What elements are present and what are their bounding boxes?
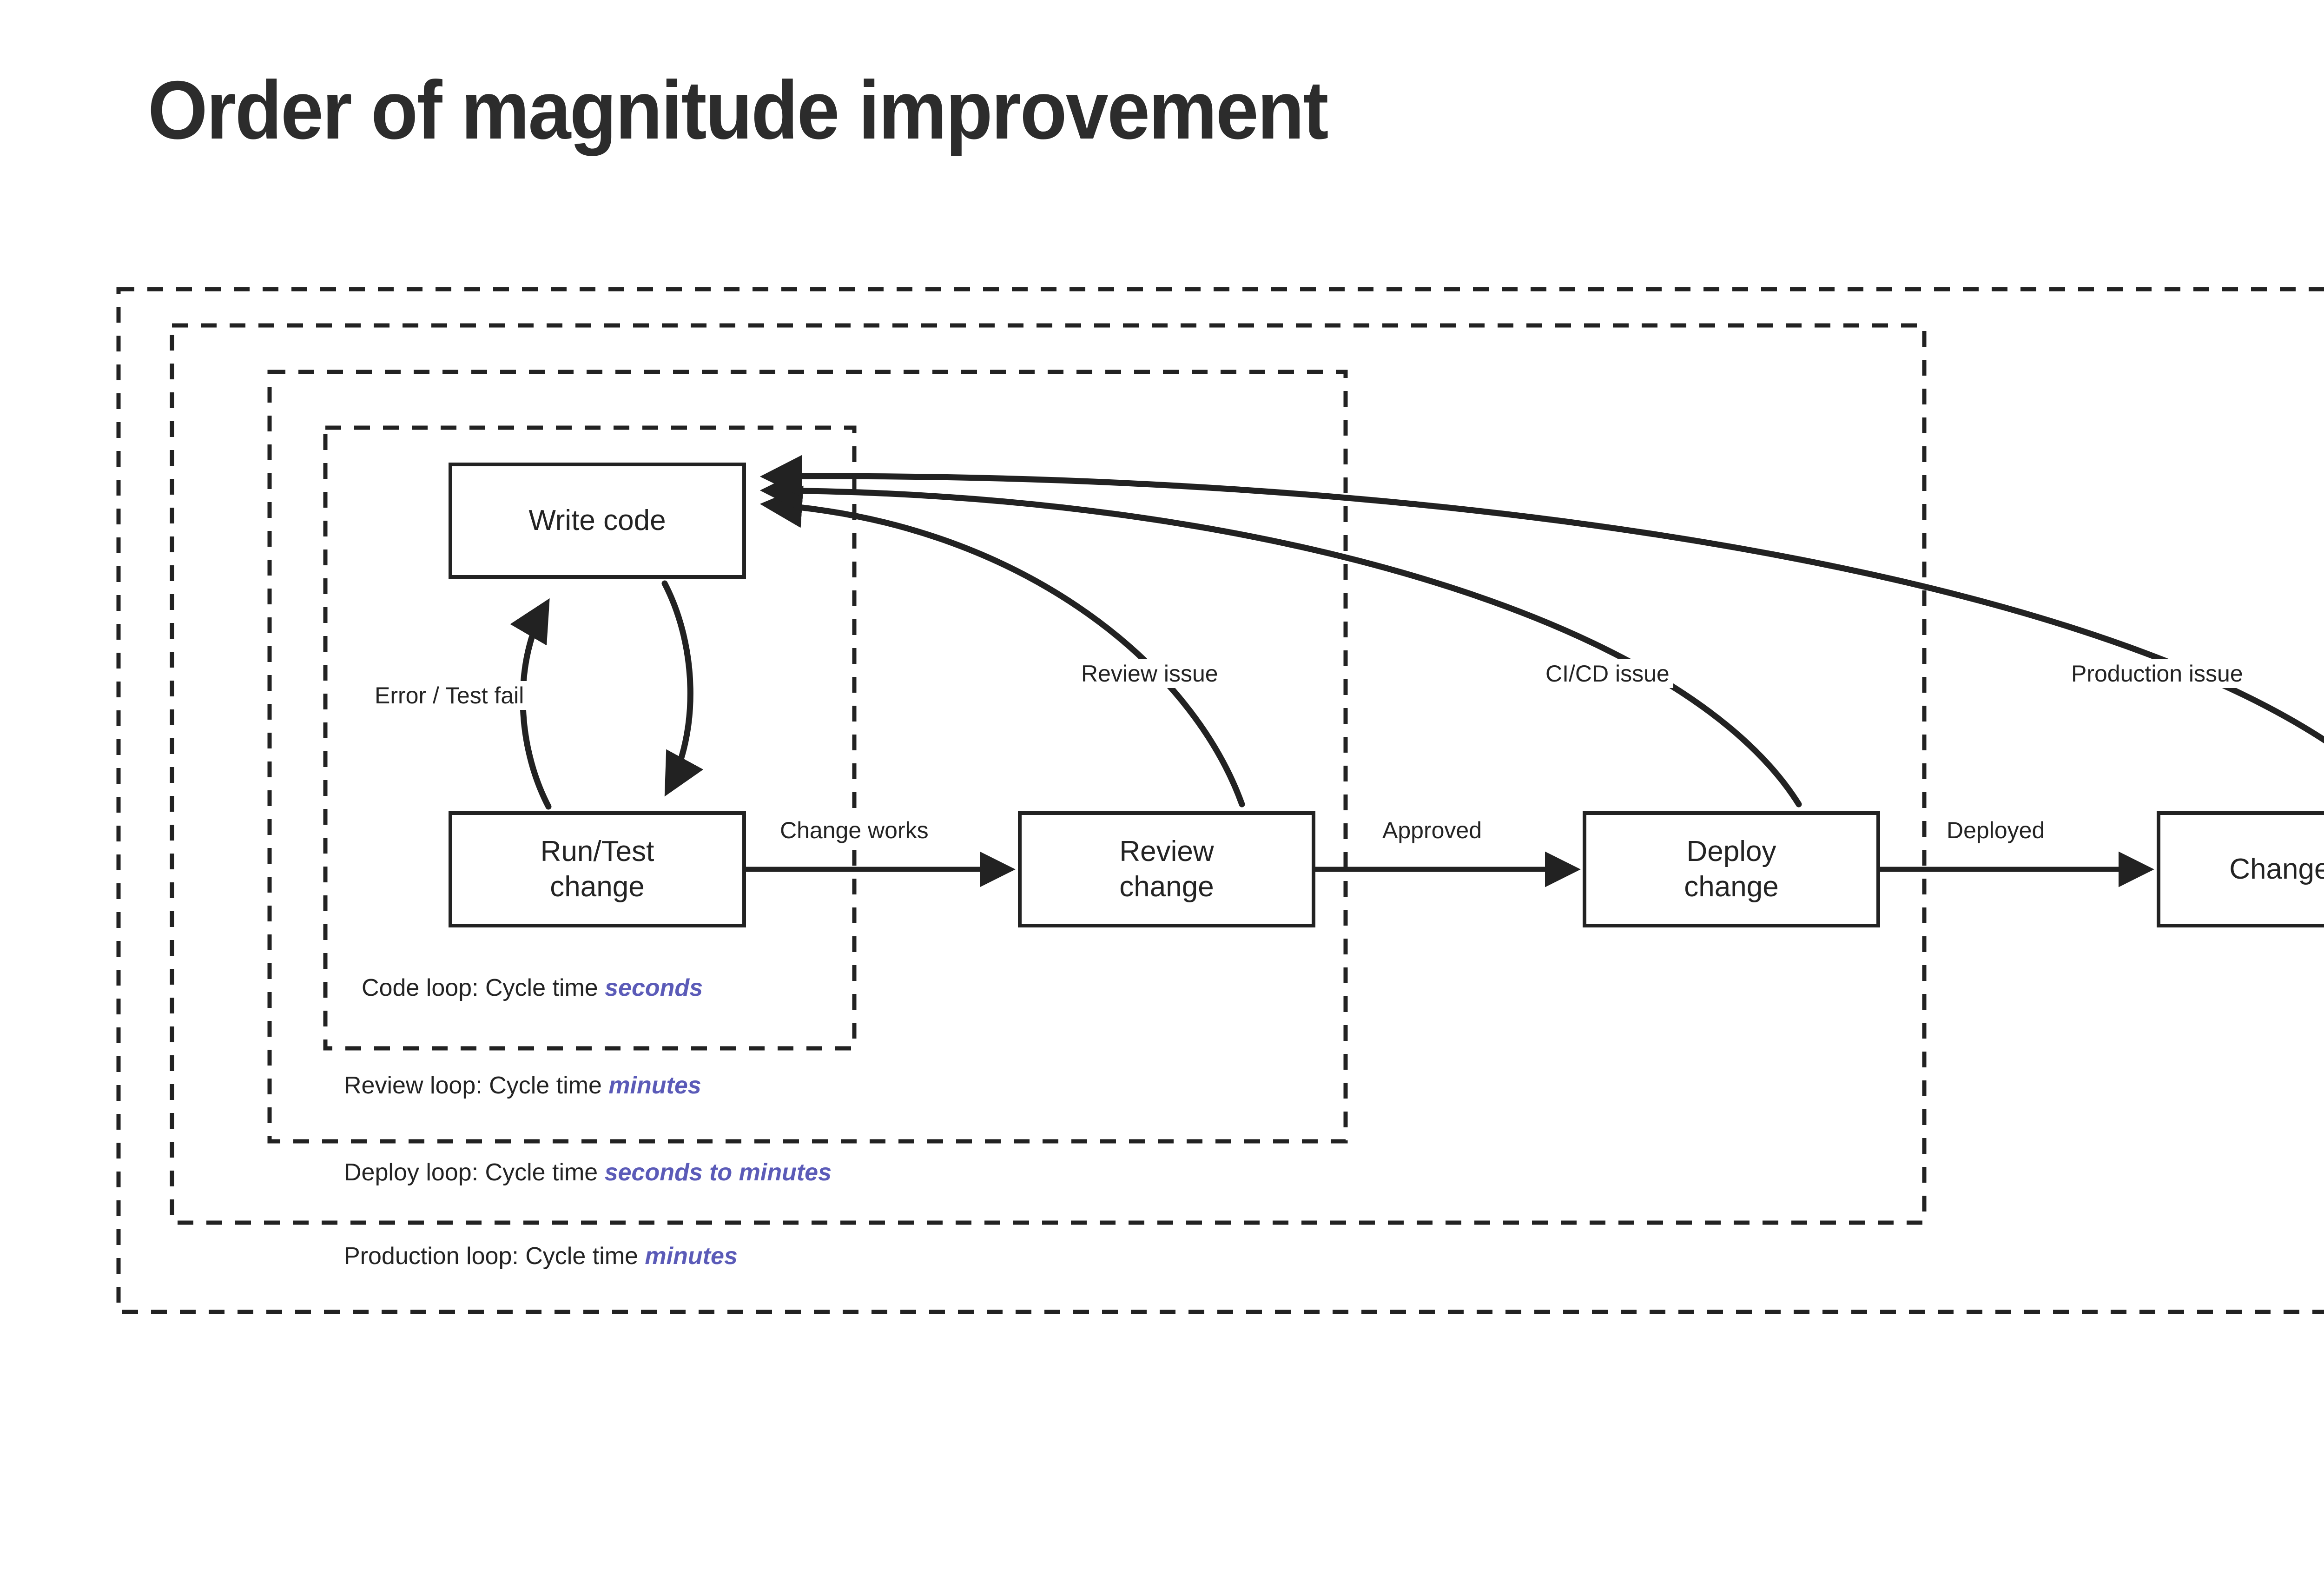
node-write-code[interactable]: Write code	[449, 463, 746, 579]
edge-label-change-works: Change works	[777, 816, 931, 845]
edge-label-cicd-issue: CI/CD issue	[1542, 659, 1673, 688]
loop-caption-value: minutes	[608, 1072, 701, 1099]
loop-caption-value: seconds to minutes	[604, 1159, 832, 1186]
page-title: Order of magnitude improvement	[148, 64, 1328, 156]
loop-caption-review: Review loop: Cycle time minutes	[344, 1072, 701, 1099]
node-change-live[interactable]: Change live	[2157, 811, 2324, 927]
loop-caption-deploy: Deploy loop: Cycle time seconds to minut…	[344, 1159, 832, 1186]
edge-review-issue-feedback	[759, 485, 1245, 808]
edge-label-error-test-fail: Error / Test fail	[372, 681, 527, 710]
node-label: Write code	[528, 504, 666, 537]
node-label: Change live	[2229, 853, 2324, 886]
edge-production-issue-feedback	[759, 455, 2324, 744]
loop-rect-production	[116, 287, 2324, 1314]
loop-rect-code	[323, 425, 857, 1051]
edge-label-production-issue: Production issue	[2067, 659, 2247, 688]
edge-label-review-issue: Review issue	[1077, 659, 1222, 688]
loop-caption-code: Code loop: Cycle time seconds	[362, 974, 703, 1002]
loop-rect-deploy	[170, 323, 1927, 1225]
edge-label-approved: Approved	[1380, 816, 1485, 845]
edge-write-to-run-arc	[661, 580, 704, 797]
loop-caption-prefix: Deploy loop: Cycle time	[344, 1159, 605, 1186]
edge-label-deployed: Deployed	[1944, 816, 2048, 845]
loop-caption-value: minutes	[645, 1243, 738, 1270]
loop-caption-prefix: Code loop: Cycle time	[362, 974, 605, 1001]
loop-caption-prefix: Production loop: Cycle time	[344, 1243, 645, 1270]
loop-caption-production: Production loop: Cycle time minutes	[344, 1242, 738, 1270]
loop-caption-value: seconds	[605, 974, 703, 1001]
edge-cicd-issue-feedback	[759, 469, 1802, 808]
loop-caption-prefix: Review loop: Cycle time	[344, 1072, 609, 1099]
